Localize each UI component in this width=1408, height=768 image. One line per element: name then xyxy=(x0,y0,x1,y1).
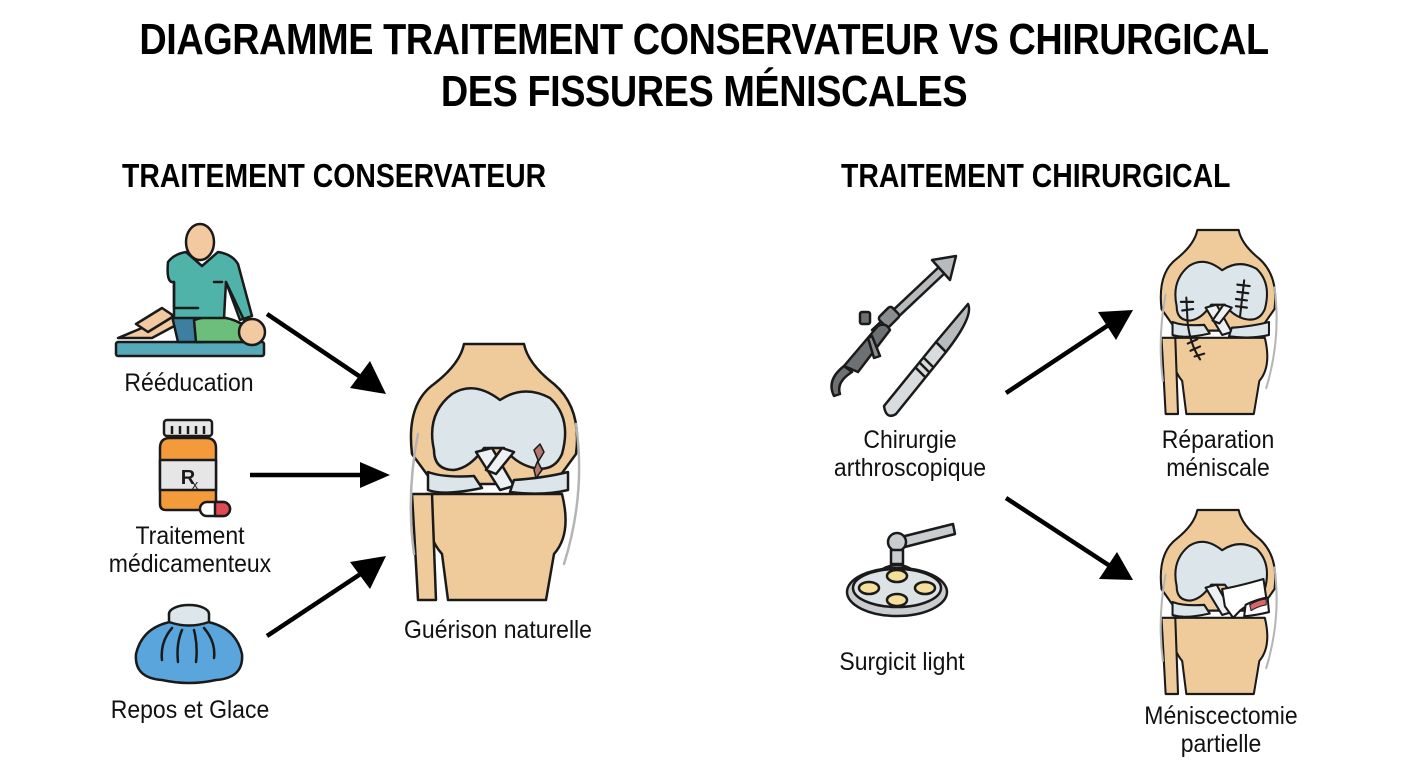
title-line-2: DES FISSURES MÉNISCALES xyxy=(440,67,968,116)
label-natural-healing: Guérison naturelle xyxy=(404,616,592,644)
label-arthroscopic-surgery: Chirurgie arthroscopique xyxy=(833,426,987,482)
arrow-head-icon xyxy=(1099,552,1133,580)
arrow-arthroscopy-to-meniscectomy xyxy=(1004,496,1112,568)
surgical-heading: TRAITEMENT CHIRURGICAL xyxy=(841,157,1231,194)
svg-text:x: x xyxy=(192,477,199,492)
arrow-head-icon xyxy=(350,361,386,394)
arthroscope-scalpel-icon xyxy=(820,254,990,417)
label-rest-ice: Repos et Glace xyxy=(110,696,270,724)
diagram-title: DIAGRAMME TRAITEMENT CONSERVATEUR VS CHI… xyxy=(99,14,1310,118)
physiotherapy-icon xyxy=(112,220,267,360)
conservative-heading: TRAITEMENT CONSERVATEUR xyxy=(122,157,547,194)
arrow-head-icon xyxy=(360,462,390,488)
svg-text:R: R xyxy=(181,467,196,489)
arrow-head-icon xyxy=(1098,310,1133,340)
prescription-bottle-icon: R x xyxy=(150,418,232,518)
arrow-arthroscopy-to-repair xyxy=(1004,322,1112,395)
arrow-reeducation-to-healing xyxy=(265,312,364,380)
arrow-head-icon xyxy=(350,556,386,589)
trimmed-meniscus-knee-icon xyxy=(1156,508,1280,696)
sutured-knee-icon xyxy=(1156,228,1280,416)
torn-meniscus-knee-icon xyxy=(404,342,584,602)
label-partial-meniscectomy: Méniscectomie partielle xyxy=(1144,702,1298,758)
label-reeducation: Rééducation xyxy=(124,369,254,397)
label-surgical-light: Surgicit light xyxy=(839,648,965,676)
label-medication: Traitement médicamenteux xyxy=(108,522,272,578)
ice-pack-icon xyxy=(132,602,247,686)
label-meniscal-repair: Réparation méniscale xyxy=(1161,426,1275,482)
surgical-light-icon xyxy=(845,520,965,620)
title-line-1: DIAGRAMME TRAITEMENT CONSERVATEUR VS CHI… xyxy=(139,15,1269,64)
arrow-rest-to-healing xyxy=(265,571,364,638)
